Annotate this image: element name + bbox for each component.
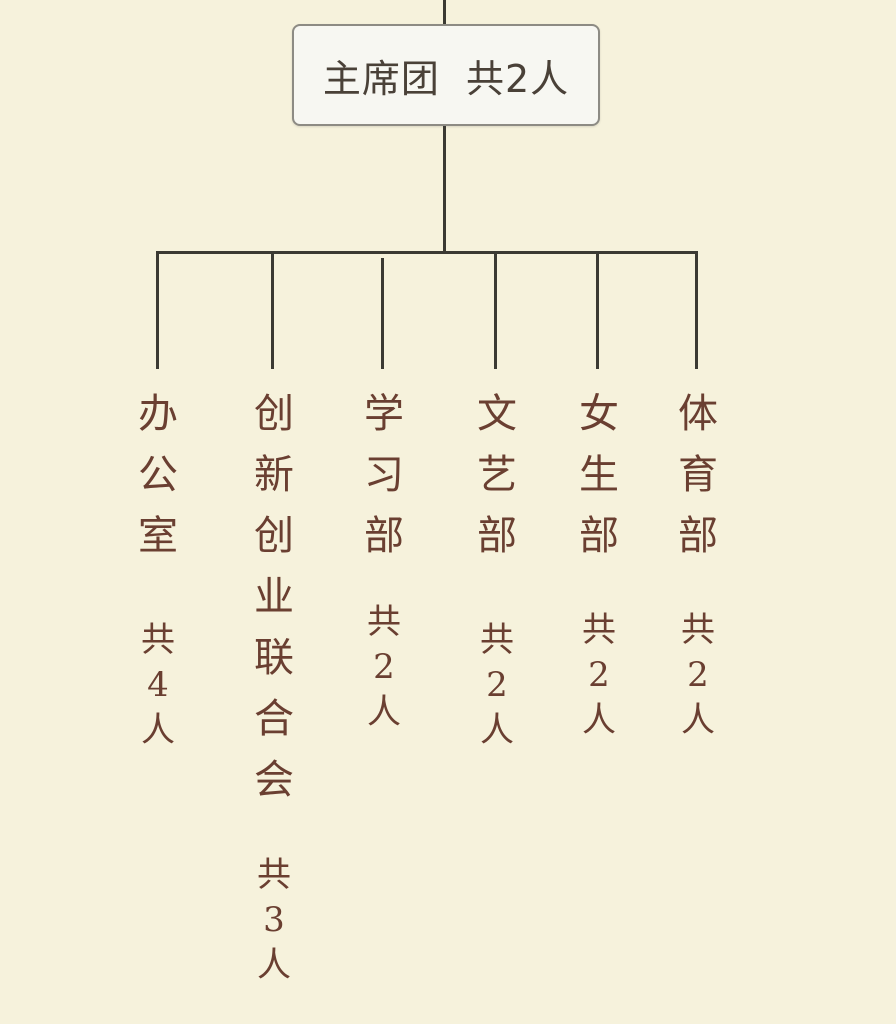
root-top-connector: [443, 0, 446, 24]
department-sports: 体育部 共2人: [672, 384, 724, 743]
department-count: 共2人: [681, 610, 715, 740]
department-name: 学习部: [364, 391, 404, 559]
department-women: 女生部 共2人: [573, 384, 625, 743]
department-count: 共2人: [582, 610, 616, 740]
department-name: 文艺部: [477, 391, 517, 559]
branch-women-line: [596, 251, 599, 369]
branch-sports-line: [695, 251, 698, 369]
branch-office-line: [156, 251, 159, 369]
department-bus-line: [156, 251, 698, 254]
department-name: 创新创业联合会: [254, 391, 294, 803]
branch-innovation-line: [271, 251, 274, 369]
department-innovation: 创新创业联合会 共3人: [248, 384, 300, 988]
department-count: 共4人: [141, 620, 175, 750]
branch-study-line: [381, 258, 384, 369]
department-study: 学习部 共2人: [358, 384, 410, 735]
department-arts: 文艺部 共2人: [471, 384, 523, 753]
branch-arts-line: [494, 251, 497, 369]
root-bottom-connector: [443, 126, 446, 253]
department-office: 办公室 共4人: [132, 384, 184, 753]
department-name: 女生部: [579, 391, 619, 559]
root-node: 主席团 共2人: [292, 24, 600, 126]
department-name: 办公室: [138, 391, 178, 559]
department-count: 共2人: [480, 620, 514, 750]
department-count: 共3人: [257, 855, 291, 985]
department-name: 体育部: [678, 391, 718, 559]
root-label: 主席团 共2人: [322, 56, 570, 101]
department-count: 共2人: [367, 602, 401, 732]
